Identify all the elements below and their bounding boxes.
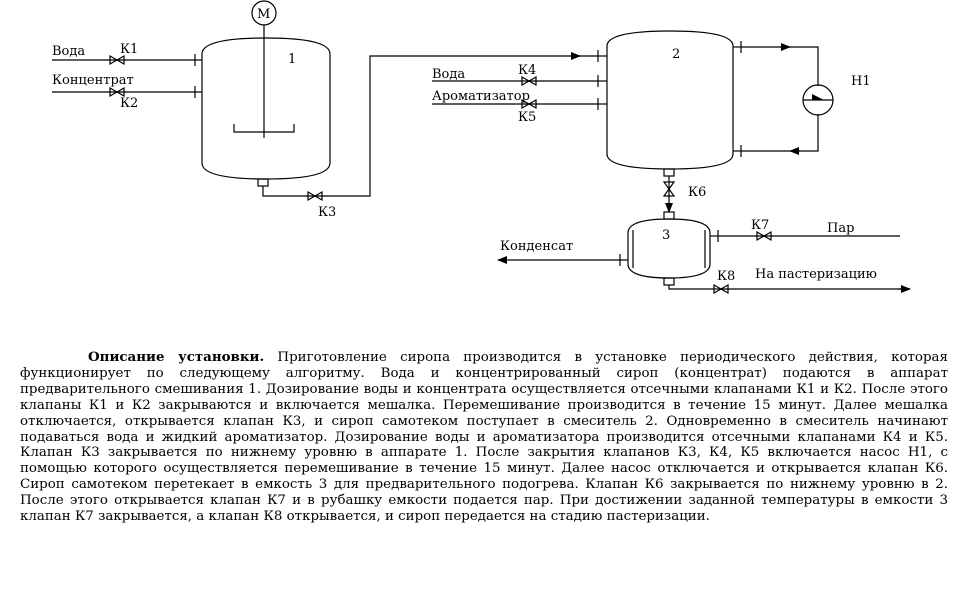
valve-k6-label: К6 xyxy=(688,185,706,200)
valve-k7[interactable]: К7 xyxy=(751,218,772,242)
valve-k4[interactable]: К4 xyxy=(518,63,537,87)
concentrate-inlet-line: Концентрат xyxy=(52,73,202,98)
description-text: Приготовление сиропа производится в уста… xyxy=(20,350,948,525)
valve-k5[interactable]: К5 xyxy=(518,98,537,125)
pasteurization-outlet-line: На пастеризацию xyxy=(668,267,911,293)
valve-k1[interactable]: К1 xyxy=(109,42,138,66)
water-inlet-line-1: Вода xyxy=(52,44,202,66)
concentrate-label: Концентрат xyxy=(52,73,134,88)
flavoring-label: Ароматизатор xyxy=(432,89,530,104)
pump-h1[interactable]: Н1 xyxy=(802,74,871,116)
valve-k3[interactable]: К3 xyxy=(307,190,336,220)
recirculation-loop xyxy=(733,41,819,157)
valve-k3-label: К3 xyxy=(318,205,336,220)
apparatus-2-mixer: 2 xyxy=(606,30,734,177)
transfer-line-1-to-2 xyxy=(262,50,607,197)
condensate-outlet-line: Конденсат xyxy=(497,239,628,266)
valve-k8-label: К8 xyxy=(717,269,735,284)
valve-k1-label: К1 xyxy=(120,42,138,57)
apparatus-3-heater: 3 xyxy=(627,218,711,286)
valve-k7-label: К7 xyxy=(751,218,769,233)
apparatus-3-label: 3 xyxy=(662,228,670,243)
installation-description: Описание установки. Приготовление сиропа… xyxy=(20,349,948,525)
pasteurization-label: На пастеризацию xyxy=(755,267,877,282)
apparatus-1-label: 1 xyxy=(288,52,296,67)
apparatus-2-label: 2 xyxy=(672,47,680,62)
steam-inlet-line: Пар xyxy=(710,221,900,242)
water-label-2: Вода xyxy=(432,67,465,82)
valve-k2[interactable]: К2 xyxy=(109,86,138,111)
valve-k8[interactable]: К8 xyxy=(713,269,735,295)
valve-k2-label: К2 xyxy=(120,96,138,111)
valve-k5-label: К5 xyxy=(518,110,536,125)
process-flow-diagram: 1 М Вода К1 Концентрат К2 К3 xyxy=(52,0,911,295)
valve-k6[interactable]: К6 xyxy=(662,181,706,200)
condensate-label: Конденсат xyxy=(500,239,573,254)
agitator: М xyxy=(233,0,295,138)
pump-h1-label: Н1 xyxy=(851,74,871,89)
steam-label: Пар xyxy=(827,221,854,236)
water-label-1: Вода xyxy=(52,44,85,59)
water-inlet-line-2: Вода xyxy=(432,67,607,87)
motor-label: М xyxy=(257,7,270,22)
flavoring-inlet-line: Ароматизатор xyxy=(432,89,607,110)
valve-k4-label: К4 xyxy=(518,63,536,78)
apparatus-1-premixer: 1 xyxy=(201,37,331,187)
description-heading: Описание установки. xyxy=(88,349,265,365)
